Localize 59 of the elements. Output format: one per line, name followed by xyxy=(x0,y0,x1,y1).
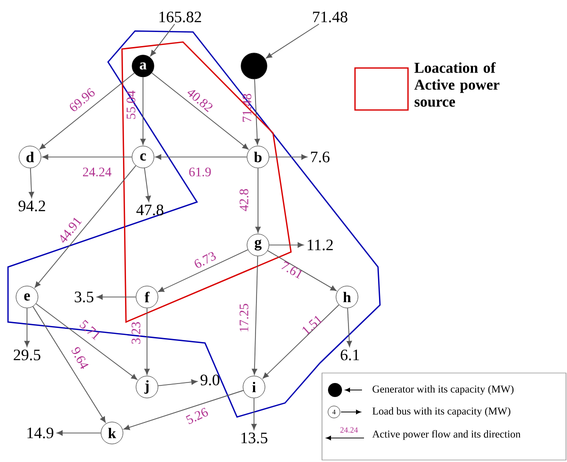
flow-value: 6.73 xyxy=(194,252,216,268)
arrow xyxy=(158,379,198,386)
arrow xyxy=(124,390,244,430)
value-label: 47.8 xyxy=(136,204,164,216)
flow-value: 24.24 xyxy=(83,168,112,176)
flow-value: 9.64 xyxy=(71,347,89,369)
flow-value: 40.82 xyxy=(188,90,212,112)
value-label: 7.6 xyxy=(311,152,330,162)
value-label: 13.5 xyxy=(241,432,268,444)
arrow xyxy=(144,308,150,375)
generator-circle xyxy=(240,52,268,80)
flow-value: 1.51 xyxy=(302,316,323,335)
arrow xyxy=(144,168,151,202)
arrow xyxy=(268,154,308,160)
arrow xyxy=(24,308,30,347)
flow-value: 61.9 xyxy=(189,168,211,176)
flow-value: 17.25 xyxy=(240,304,248,332)
value-label: 94.2 xyxy=(18,200,46,212)
flow-value: 7.61 xyxy=(281,261,302,279)
value-label: 3.5 xyxy=(74,292,94,302)
flow-value: 42.8 xyxy=(240,189,248,212)
arrow xyxy=(32,306,106,423)
value-label: 14.9 xyxy=(27,428,54,438)
legend-text: Load bus with its capacity (MW) xyxy=(372,407,510,417)
legend-text: Active power flow and its direction xyxy=(372,430,520,440)
arrow xyxy=(96,294,136,300)
arrow xyxy=(255,168,261,233)
arrow xyxy=(266,24,320,58)
arrow xyxy=(346,308,352,347)
arrow xyxy=(28,168,34,198)
arrow xyxy=(36,303,138,380)
legend-text: Generator with its capacity (MW) xyxy=(372,385,514,395)
value-label: 165.82 xyxy=(160,12,202,22)
flow-value: 5.26 xyxy=(186,408,208,424)
value-label: 29.5 xyxy=(14,350,40,360)
value-label: 11.2 xyxy=(308,240,333,250)
arrow xyxy=(251,398,257,430)
arrow xyxy=(151,72,248,150)
flow-value: 3.23 xyxy=(132,322,140,344)
arrow xyxy=(262,304,340,379)
arrow xyxy=(155,154,248,160)
flow-value: 71.48 xyxy=(242,94,252,122)
value-label: 9.0 xyxy=(200,374,220,386)
arrow xyxy=(252,256,258,375)
arrow xyxy=(39,72,135,150)
arrow xyxy=(267,250,336,291)
arrow xyxy=(158,249,248,292)
value-label: 71.48 xyxy=(313,12,348,22)
arrow xyxy=(34,165,136,288)
arrow xyxy=(254,78,260,145)
arrow xyxy=(268,242,304,248)
arrow xyxy=(140,76,146,145)
flow-value: 55.04 xyxy=(126,90,136,119)
arrow xyxy=(42,154,132,160)
arrow xyxy=(56,430,102,436)
legend-text: Loacation of Active power source xyxy=(414,62,500,107)
flow-value: 5.71 xyxy=(80,320,100,340)
arrow xyxy=(150,24,176,56)
value-label: 6.1 xyxy=(340,350,360,360)
